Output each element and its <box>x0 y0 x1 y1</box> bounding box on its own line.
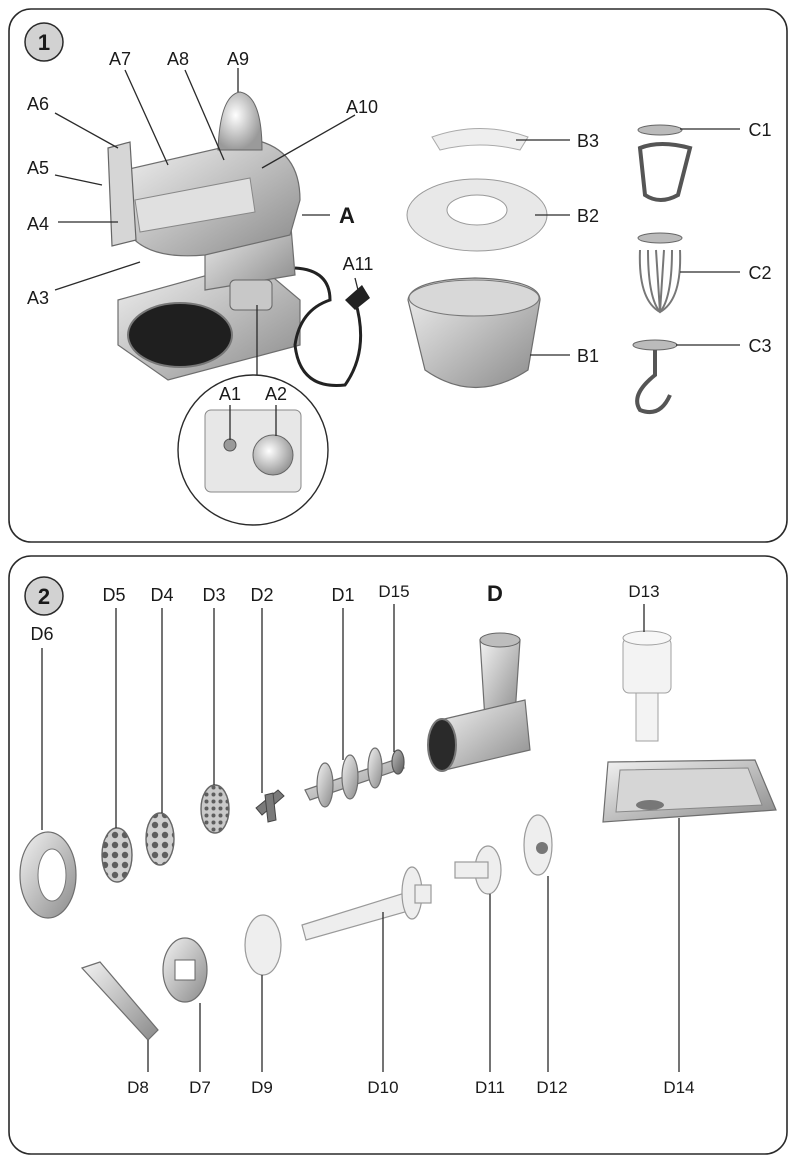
label-C2: C2 <box>748 263 771 283</box>
food-pusher <box>622 630 672 742</box>
label-A9: A9 <box>227 49 249 69</box>
feeding-tray <box>602 759 777 823</box>
splash-guard <box>406 178 548 252</box>
panel-1-number-badge <box>24 22 64 62</box>
label-D5: D5 <box>102 585 125 605</box>
label-C1: C1 <box>748 120 771 140</box>
label-A4: A4 <box>27 214 49 234</box>
sausage-separator <box>244 914 282 976</box>
label-D1: D1 <box>331 585 354 605</box>
label-D3: D3 <box>202 585 225 605</box>
dough-hook <box>632 339 678 415</box>
stand-mixer-illustration <box>107 91 370 387</box>
kebbe-separator <box>454 845 502 895</box>
spanner-tool <box>80 961 159 1041</box>
label-D10: D10 <box>367 1078 398 1097</box>
feed-screw <box>304 747 405 808</box>
label-D4: D4 <box>150 585 173 605</box>
label-D2: D2 <box>250 585 273 605</box>
label-A10: A10 <box>346 97 378 117</box>
cutting-plate-fine <box>101 827 133 883</box>
label-A1: A1 <box>219 384 241 404</box>
label-D15: D15 <box>378 582 409 601</box>
whisk <box>637 232 683 314</box>
label-D6: D6 <box>30 624 53 644</box>
panel-1-leaders <box>54 68 740 440</box>
mincer-housing <box>427 632 531 772</box>
label-B3: B3 <box>577 131 599 151</box>
label-D13: D13 <box>628 582 659 601</box>
cutting-blade <box>255 789 285 823</box>
sausage-horn <box>301 866 432 941</box>
label-A11: A11 <box>343 254 374 274</box>
splash-guard-top <box>431 128 529 151</box>
panel-2: 2 <box>8 555 788 1155</box>
panel-2-leaders <box>41 604 680 1072</box>
flat-beater <box>637 124 693 202</box>
cutting-plate-medium <box>145 812 175 866</box>
label-A2: A2 <box>265 384 287 404</box>
kebbe-attachment <box>162 937 208 1003</box>
label-B2: B2 <box>577 206 599 226</box>
label-A7: A7 <box>109 49 131 69</box>
cutting-plate-small <box>200 784 230 834</box>
label-D8: D8 <box>127 1078 149 1097</box>
label-D12: D12 <box>536 1078 567 1097</box>
label-C3: C3 <box>748 336 771 356</box>
kebbe-cone <box>523 814 553 876</box>
label-B1: B1 <box>577 346 599 366</box>
panel-1-number: 1 <box>38 30 50 55</box>
panel-2-frame <box>8 555 788 1155</box>
label-D7: D7 <box>189 1078 211 1097</box>
label-A8: A8 <box>167 49 189 69</box>
ring-nut <box>19 831 77 919</box>
label-A: A <box>339 203 355 228</box>
label-A5: A5 <box>27 158 49 178</box>
mixing-bowl <box>407 277 541 388</box>
label-D: D <box>487 581 503 606</box>
label-A3: A3 <box>27 288 49 308</box>
panel-1: 1 <box>8 8 788 543</box>
label-D11: D11 <box>475 1078 505 1097</box>
label-D9: D9 <box>251 1078 273 1097</box>
panel-2-number: 2 <box>38 584 50 609</box>
panel-2-number-badge <box>24 576 64 616</box>
label-A6: A6 <box>27 94 49 114</box>
label-D14: D14 <box>663 1078 694 1097</box>
control-panel-zoom <box>177 374 329 526</box>
